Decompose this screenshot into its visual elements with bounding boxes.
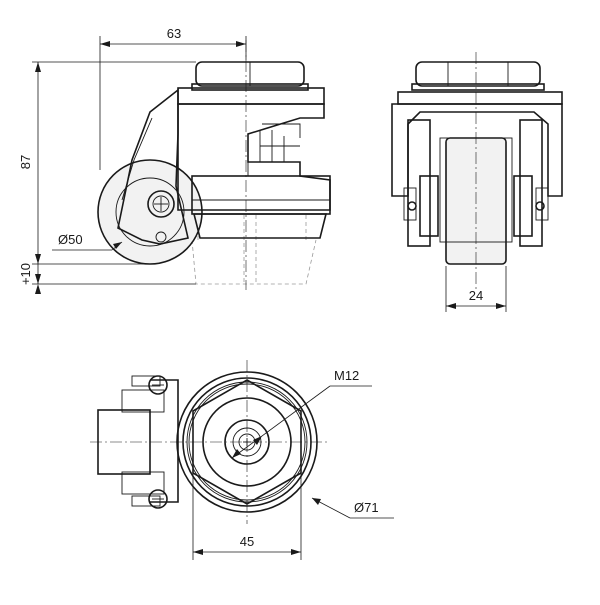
front-bracket (391, 103, 563, 197)
side-view-hidden-lines (191, 215, 317, 285)
side-axle-screw (147, 190, 175, 218)
front-top-plate (397, 91, 563, 105)
dim-width-top-label: 63 (167, 26, 181, 41)
dim-hex-width: 45 (192, 474, 302, 560)
dim-wheel-diameter: Ø50 (52, 232, 123, 251)
dim-width-top: 63 (99, 26, 247, 170)
dim-thread: M12 (231, 368, 372, 459)
side-base-ring (191, 175, 331, 215)
side-wheel-hub (115, 177, 185, 247)
dim-height-total-label: 87 (18, 155, 33, 169)
dim-lift-label: +10 (18, 263, 33, 285)
top-screw-bottom (148, 489, 168, 509)
top-view: M12 Ø71 45 (90, 360, 394, 560)
side-wheel-arm (117, 88, 189, 245)
front-fork-right (519, 119, 543, 247)
dim-hex-width-label: 45 (240, 534, 254, 549)
dim-wheel-width-label: 24 (469, 288, 483, 303)
dim-lift: +10 (18, 254, 150, 294)
front-hex-nut (415, 61, 541, 87)
dim-base-diameter-label: Ø71 (354, 500, 379, 515)
dim-wheel-diameter-label: Ø50 (58, 232, 83, 247)
front-view: 24 (391, 52, 563, 312)
dim-thread-label: M12 (334, 368, 359, 383)
side-view: 63 87 +10 Ø50 (18, 26, 331, 294)
front-fork-left (407, 119, 431, 247)
side-body (177, 103, 331, 211)
side-leveling-pad (192, 213, 328, 239)
dim-base-diameter: Ø71 (311, 497, 394, 519)
dim-wheel-width: 24 (445, 266, 507, 312)
dim-height-total: 87 (18, 61, 196, 285)
